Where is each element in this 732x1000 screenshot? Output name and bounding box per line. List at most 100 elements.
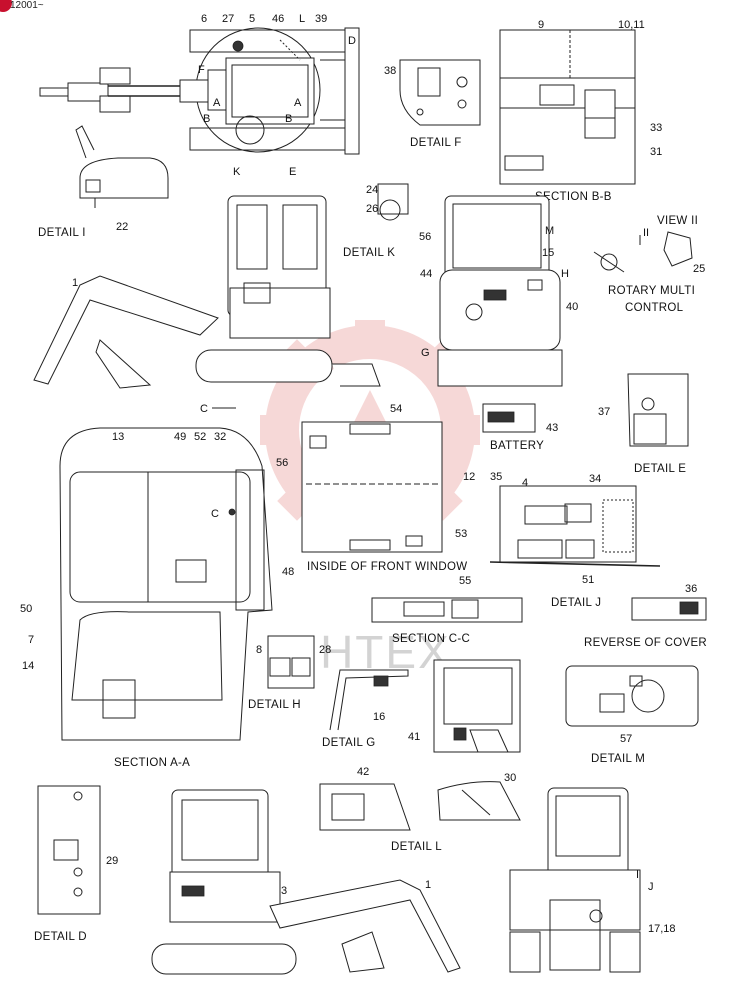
side-view-excavator-lower bbox=[151, 789, 461, 975]
view-ii-mark: II bbox=[643, 227, 649, 239]
letter-B2: B bbox=[285, 113, 292, 125]
caption-detail-i: DETAIL I bbox=[38, 227, 86, 239]
detail-i-drawing bbox=[75, 125, 169, 208]
callout-40: 40 bbox=[566, 301, 578, 313]
section-aa-drawing bbox=[59, 427, 273, 741]
letter-D: D bbox=[348, 35, 356, 47]
letter-H: H bbox=[561, 268, 569, 280]
rear-view-excavator bbox=[437, 195, 563, 387]
detail-e-drawing bbox=[627, 373, 689, 447]
letter-J: J bbox=[648, 881, 654, 893]
callout-56-rear: 56 bbox=[419, 231, 431, 243]
caption-inside-front: INSIDE OF FRONT WINDOW bbox=[307, 561, 467, 573]
caption-rotary-2: CONTROL bbox=[625, 302, 684, 314]
callout-57: 57 bbox=[620, 733, 632, 745]
callout-37: 37 bbox=[598, 406, 610, 418]
caption-view-ii: VIEW II bbox=[657, 215, 698, 227]
callout-12: 12 bbox=[463, 471, 475, 483]
callout-9: 9 bbox=[538, 19, 544, 31]
letter-M: M bbox=[545, 225, 554, 237]
callout-42: 42 bbox=[357, 766, 369, 778]
callout-55: 55 bbox=[459, 575, 471, 587]
callout-1-upper: 1 bbox=[72, 277, 78, 289]
callout-52: 52 bbox=[194, 431, 206, 443]
detail-d-drawing bbox=[37, 785, 101, 915]
callout-31: 31 bbox=[650, 146, 662, 158]
callout-8: 8 bbox=[256, 644, 262, 656]
callout-28: 28 bbox=[319, 644, 331, 656]
callout-27: 27 bbox=[222, 13, 234, 25]
letter-K: K bbox=[233, 166, 241, 178]
top-view-machine bbox=[39, 27, 360, 155]
callout-13: 13 bbox=[112, 431, 124, 443]
callout-10-11: 10,11 bbox=[618, 19, 645, 31]
detail-l-drawing bbox=[319, 781, 521, 831]
c-arrow-2: C bbox=[211, 508, 219, 520]
caption-detail-d: DETAIL D bbox=[34, 931, 87, 943]
letter-I: I bbox=[636, 869, 639, 881]
caption-section-bb: SECTION B-B bbox=[535, 191, 612, 203]
page-ref-code: 12001~ bbox=[10, 0, 44, 11]
caption-rotary-1: ROTARY MULTI bbox=[608, 285, 695, 297]
page-badge bbox=[0, 0, 12, 12]
caption-detail-g: DETAIL G bbox=[322, 737, 376, 749]
callout-4: 4 bbox=[522, 477, 528, 489]
callout-43: 43 bbox=[546, 422, 558, 434]
detail-g-drawing bbox=[329, 669, 409, 731]
callout-36: 36 bbox=[685, 583, 697, 595]
caption-detail-j: DETAIL J bbox=[551, 597, 601, 609]
callout-25: 25 bbox=[693, 263, 705, 275]
letter-A2: A bbox=[294, 97, 302, 109]
letter-E: E bbox=[289, 166, 296, 178]
caption-battery: BATTERY bbox=[490, 440, 544, 452]
callout-53: 53 bbox=[455, 528, 467, 540]
caption-detail-e: DETAIL E bbox=[634, 463, 686, 475]
callout-1-lower: 1 bbox=[425, 879, 431, 891]
section-cc-drawing bbox=[371, 597, 523, 623]
letter-F: F bbox=[198, 64, 205, 76]
callout-29: 29 bbox=[106, 855, 118, 867]
letter-G: G bbox=[421, 347, 430, 359]
letter-L: L bbox=[299, 13, 305, 25]
callout-26: 26 bbox=[366, 203, 378, 215]
letter-B1: B bbox=[203, 113, 210, 125]
callout-14: 14 bbox=[22, 660, 34, 672]
caption-detail-m: DETAIL M bbox=[591, 753, 645, 765]
callout-6: 6 bbox=[201, 13, 207, 25]
letter-A1: A bbox=[213, 97, 221, 109]
detail-m-drawing bbox=[565, 665, 699, 727]
callout-15: 15 bbox=[542, 247, 554, 259]
detail-j-drawing bbox=[489, 485, 661, 567]
callout-24: 24 bbox=[366, 184, 378, 196]
c-arrow-1: C bbox=[200, 403, 208, 415]
caption-detail-l: DETAIL L bbox=[391, 841, 442, 853]
caption-detail-h: DETAIL H bbox=[248, 699, 301, 711]
part-41-drawing bbox=[433, 659, 521, 753]
callout-30: 30 bbox=[504, 772, 516, 784]
rotary-control-drawing bbox=[593, 231, 693, 273]
section-bb-drawing bbox=[499, 29, 636, 185]
callout-46: 46 bbox=[272, 13, 284, 25]
caption-detail-f: DETAIL F bbox=[410, 137, 462, 149]
callout-32: 32 bbox=[214, 431, 226, 443]
caption-reverse-cover: REVERSE OF COVER bbox=[584, 637, 707, 649]
detail-h-drawing bbox=[267, 635, 315, 689]
front-window-drawing bbox=[301, 421, 443, 553]
callout-5: 5 bbox=[249, 13, 255, 25]
callout-48: 48 bbox=[282, 566, 294, 578]
callout-56-window: 56 bbox=[276, 457, 288, 469]
side-view-excavator-upper bbox=[33, 195, 381, 389]
callout-50: 50 bbox=[20, 603, 32, 615]
caption-section-aa: SECTION A-A bbox=[114, 757, 190, 769]
callout-16: 16 bbox=[373, 711, 385, 723]
callout-49: 49 bbox=[174, 431, 186, 443]
callout-34: 34 bbox=[589, 473, 601, 485]
callout-7: 7 bbox=[28, 634, 34, 646]
callout-17-18: 17,18 bbox=[648, 923, 676, 935]
callout-22: 22 bbox=[116, 221, 128, 233]
callout-39: 39 bbox=[315, 13, 327, 25]
front-view-excavator bbox=[509, 787, 641, 973]
caption-section-cc: SECTION C-C bbox=[392, 633, 470, 645]
callout-44: 44 bbox=[420, 268, 432, 280]
